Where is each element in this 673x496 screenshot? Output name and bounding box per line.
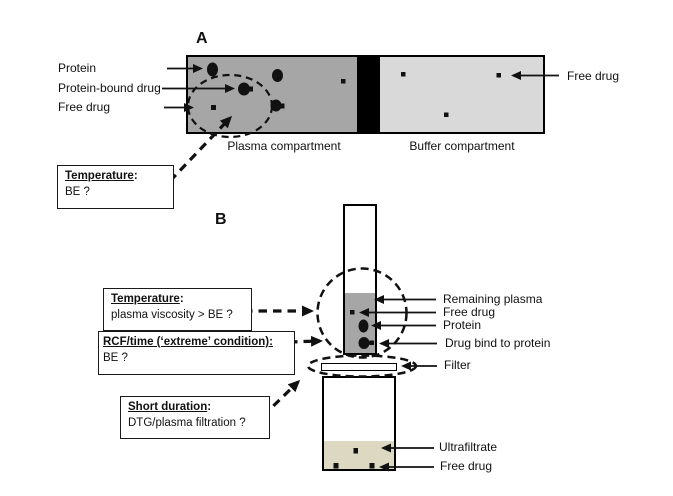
note-box-title: Temperature: — [111, 293, 184, 305]
note-box-body: BE ? — [103, 352, 128, 364]
label-drug-bind: Drug bind to protein — [445, 336, 551, 350]
note-box-temperature-b: Temperature: plasma viscosity > BE ? — [103, 288, 252, 331]
note-box-temperature-a: Temperature: BE ? — [57, 165, 174, 209]
label-protein: Protein — [58, 61, 97, 75]
label-free-drug-left: Free drug — [58, 100, 111, 114]
label-remaining-plasma: Remaining plasma — [443, 292, 543, 306]
note-box-title: RCF/time (‘extreme’ condition): — [103, 336, 273, 348]
label-protein-bound-drug: Protein-bound drug — [58, 81, 161, 95]
note-box-body: BE ? — [65, 186, 90, 198]
label-free-drug-bottom: Free drug — [440, 459, 493, 473]
label-free-drug-top: Free drug — [443, 305, 496, 319]
label-ultrafiltrate: Ultrafiltrate — [439, 440, 498, 454]
note-box-title: Short duration: — [128, 401, 212, 413]
filtrate-cup — [322, 376, 396, 471]
label-free-drug-right: Free drug — [567, 69, 620, 83]
label-filter: Filter — [444, 358, 471, 372]
note-box-body: plasma viscosity > BE ? — [111, 309, 233, 321]
note-box-title: Temperature: — [65, 170, 138, 182]
plasma-compartment-rect — [188, 57, 357, 132]
dialysis-cell — [186, 55, 545, 134]
label-buffer-compartment: Buffer compartment — [409, 139, 515, 153]
note-box-short-duration: Short duration: DTG/plasma filtration ? — [120, 396, 270, 439]
label-protein-b: Protein — [443, 318, 482, 332]
filter-rect — [321, 363, 397, 371]
remaining-plasma-fill — [345, 293, 375, 353]
centrifuge-tube — [343, 204, 377, 355]
note-box-body: DTG/plasma filtration ? — [128, 417, 246, 429]
ultrafiltrate-fill — [324, 441, 394, 469]
membrane-rect — [357, 57, 380, 132]
label-plasma-compartment: Plasma compartment — [227, 139, 341, 153]
panel-a-tag: A — [196, 30, 208, 47]
panel-b-tag: B — [215, 211, 227, 228]
note-box-rcf-time: RCF/time (‘extreme’ condition): BE ? — [98, 331, 295, 375]
